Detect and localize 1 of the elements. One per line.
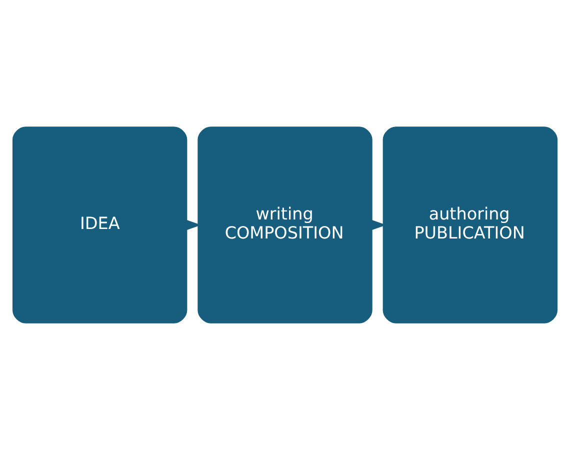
node-box: authoring PUBLICATION — [382, 126, 558, 324]
